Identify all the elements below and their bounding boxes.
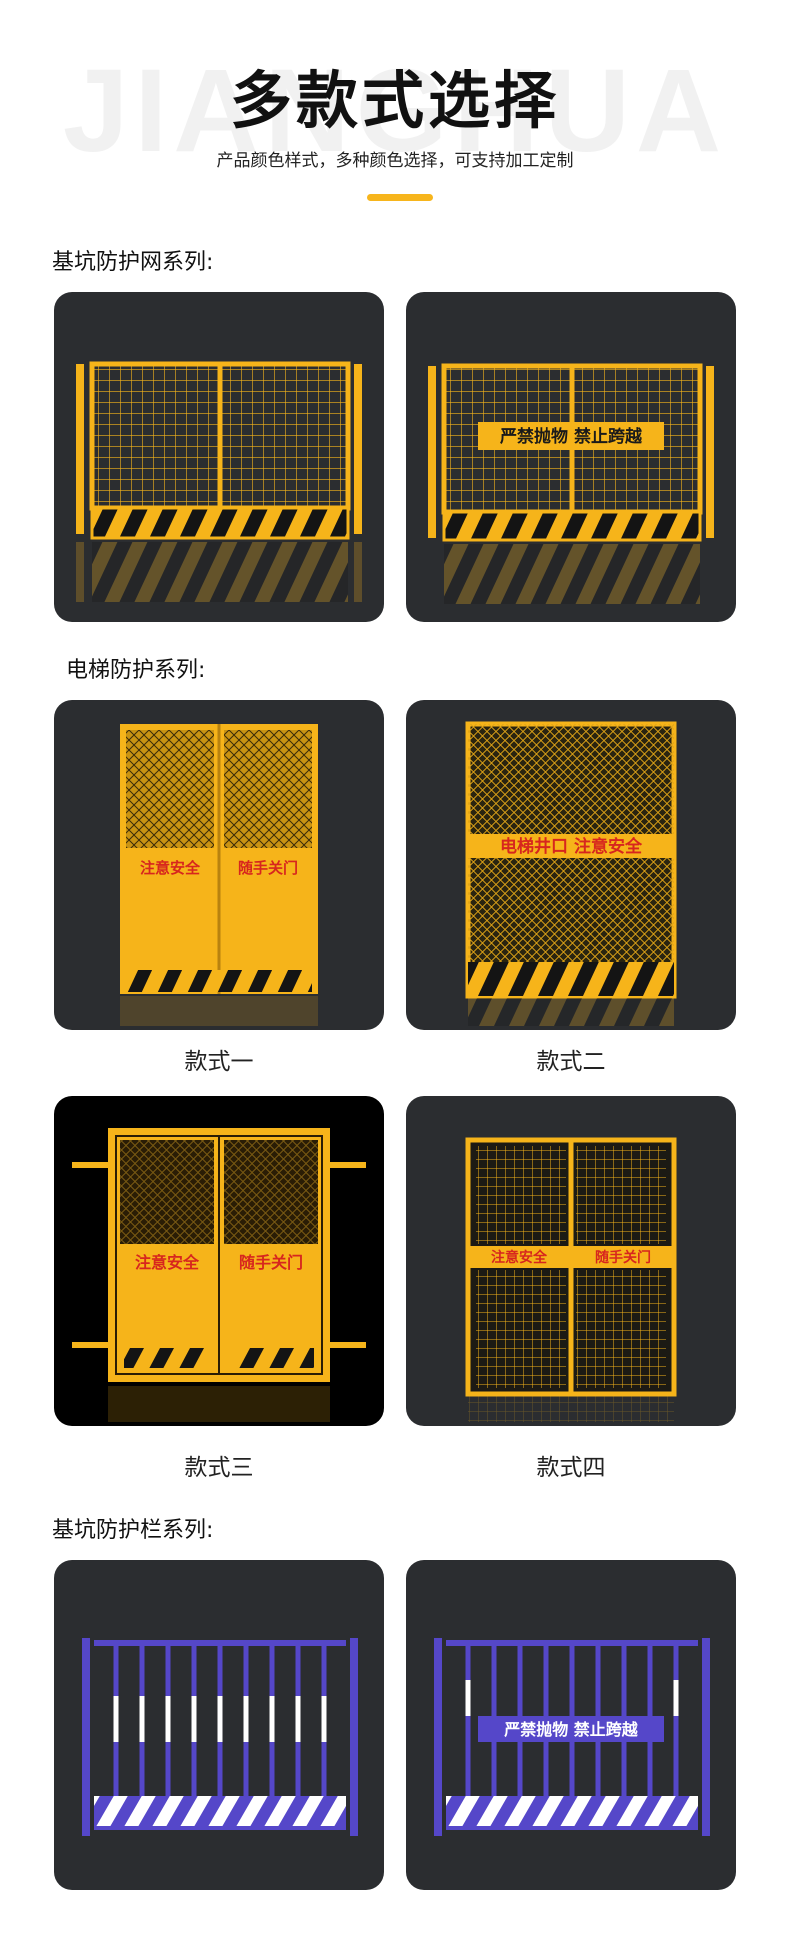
page-subtitle: 产品颜色样式，多种颜色选择，可支持加工定制	[216, 151, 574, 171]
blue-guardrail-image	[82, 1638, 358, 1836]
product-card-elevator-2[interactable]: 电梯井口 注意安全	[406, 700, 736, 1030]
elevator-door-image-3: 注意安全 随手关门	[72, 1128, 366, 1422]
elevator-sign-right: 随手关门	[239, 1253, 303, 1272]
elevator-door-image-2: 电梯井口 注意安全	[465, 721, 677, 1026]
page-header: JIANGHUA 多款式选择 产品颜色样式，多种颜色选择，可支持加工定制	[0, 0, 790, 220]
section-title-pit-guardrail: 基坑防护栏系列:	[52, 1518, 214, 1543]
product-card-pit-net-1[interactable]	[54, 292, 384, 622]
product-card-elevator-1[interactable]: 注意安全 随手关门	[54, 700, 384, 1030]
product-card-elevator-4[interactable]: 注意安全 随手关门	[406, 1096, 736, 1426]
section-title-pit-net: 基坑防护网系列:	[52, 250, 214, 275]
watermark-text: JIANGHUA	[62, 45, 728, 177]
caption-style-1: 款式一	[184, 1049, 254, 1075]
elevator-sign-right: 随手关门	[595, 1249, 651, 1266]
fence-sign-text: 严禁抛物 禁止跨越	[500, 426, 643, 447]
product-card-guardrail-1[interactable]	[54, 1560, 384, 1890]
elevator-sign-right: 随手关门	[238, 859, 298, 877]
elevator-door-image-4: 注意安全 随手关门	[465, 1137, 677, 1422]
elevator-sign-left: 注意安全	[140, 859, 201, 877]
caption-style-4: 款式四	[536, 1455, 606, 1481]
section-title-elevator: 电梯防护系列:	[66, 658, 206, 683]
guardrail-sign-text: 严禁抛物 禁止跨越	[503, 1720, 639, 1739]
yellow-mesh-fence-image	[76, 361, 362, 602]
elevator-door-image-1: 注意安全 随手关门	[120, 724, 318, 1026]
product-card-guardrail-2[interactable]: 严禁抛物 禁止跨越	[406, 1560, 736, 1890]
caption-style-2: 款式二	[536, 1049, 606, 1075]
elevator-sign: 电梯井口 注意安全	[500, 836, 643, 857]
product-card-elevator-3[interactable]: 注意安全 随手关门	[54, 1096, 384, 1426]
page-title: 多款式选择	[229, 64, 560, 137]
elevator-sign-left: 注意安全	[491, 1249, 548, 1266]
product-card-pit-net-2[interactable]: 严禁抛物 禁止跨越	[406, 292, 736, 622]
blue-guardrail-with-sign-image: 严禁抛物 禁止跨越	[434, 1638, 710, 1836]
caption-style-3: 款式三	[184, 1455, 254, 1481]
elevator-sign-left: 注意安全	[135, 1253, 200, 1272]
title-accent-bar	[367, 194, 433, 201]
yellow-mesh-fence-with-sign-image: 严禁抛物 禁止跨越	[428, 363, 714, 604]
